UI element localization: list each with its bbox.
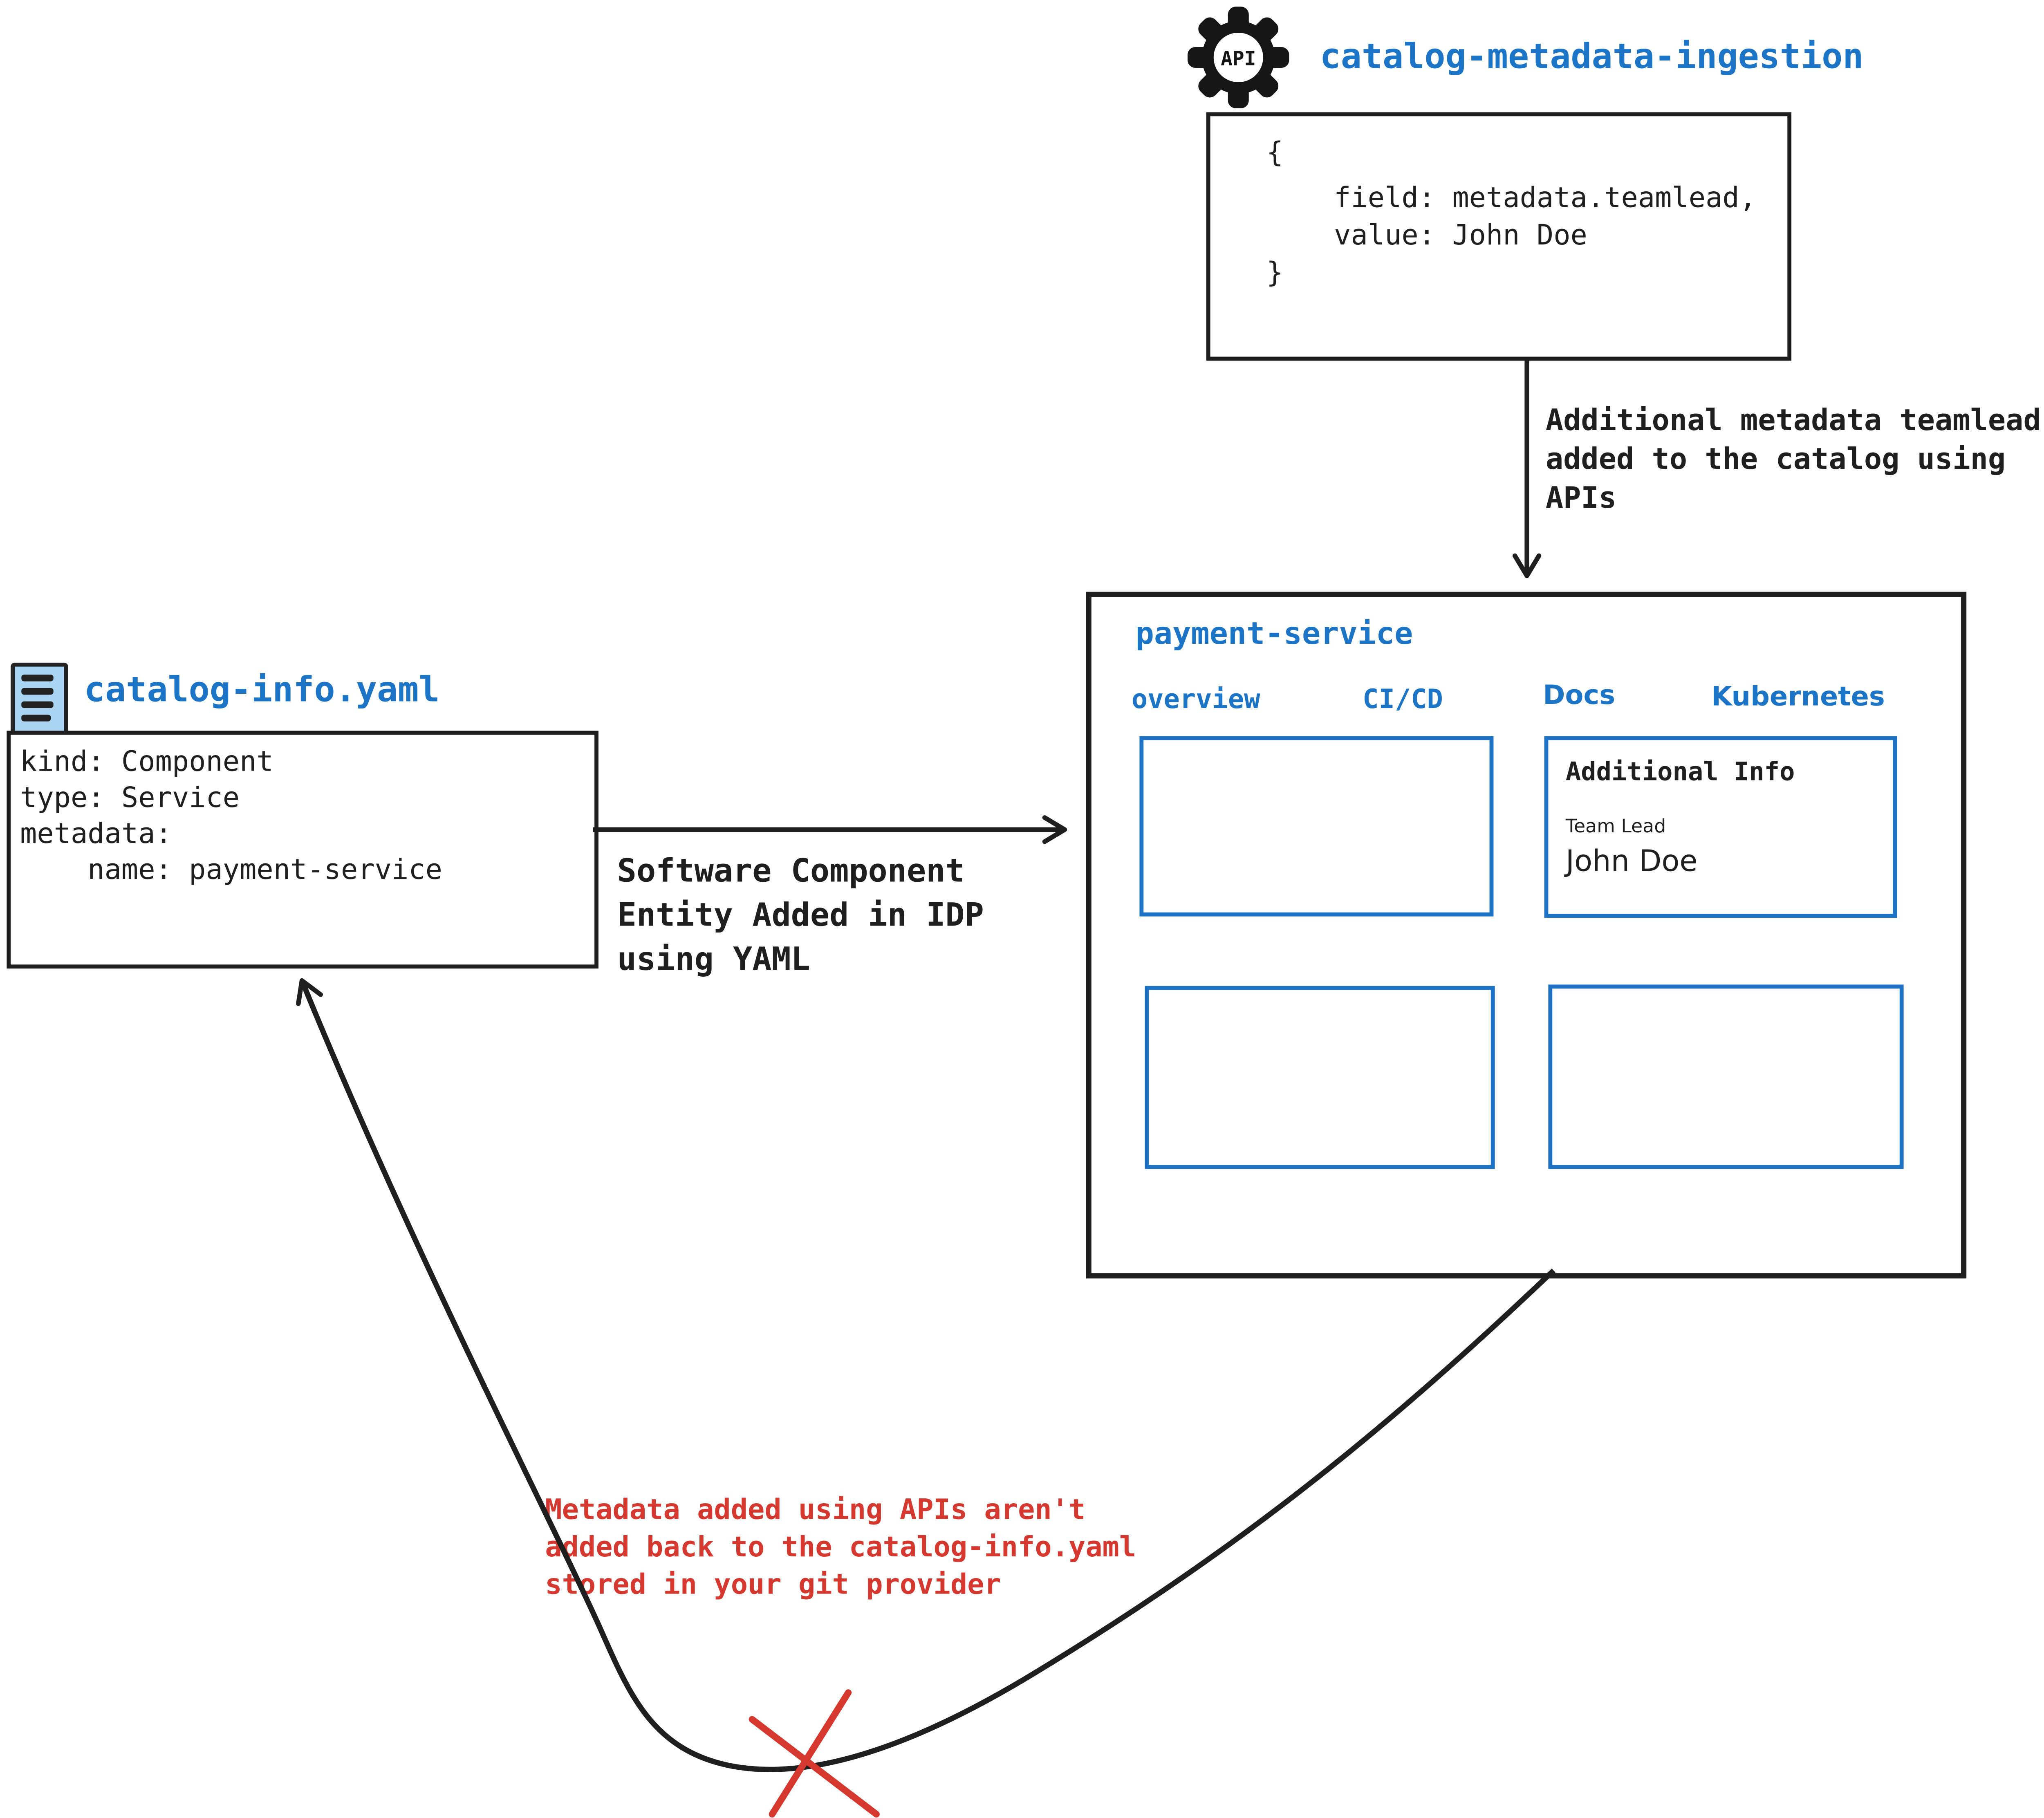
additional-info-card: Additional Info Team Lead John Doe xyxy=(1544,736,1897,918)
overview-card-empty xyxy=(1139,736,1494,917)
yaml-file-box: kind: Component type: Service metadata: … xyxy=(7,731,598,969)
api-payload-box: { field: metadata.teamlead, value: John … xyxy=(1206,112,1792,361)
tab-kubernetes[interactable]: Kubernetes xyxy=(1711,680,1885,712)
api-gear-icon-label: API xyxy=(1221,48,1256,70)
api-ingestion-title: catalog-metadata-ingestion xyxy=(1320,37,1864,78)
additional-info-heading: Additional Info xyxy=(1565,757,1795,787)
tab-docs[interactable]: Docs xyxy=(1543,679,1616,711)
idp-panel: payment-service overview CI/CD Docs Kube… xyxy=(1086,592,1967,1279)
api-payload-line: field: metadata.teamlead, xyxy=(1266,182,1757,214)
yaml-line: name: payment-service xyxy=(20,854,442,886)
api-payload-line: value: John Doe xyxy=(1266,219,1587,251)
idp-card-empty xyxy=(1548,984,1904,1169)
api-payload-line: { xyxy=(1266,136,1284,168)
red-cross-icon xyxy=(749,1689,880,1818)
yaml-arrow-label: Software Component Entity Added in IDP u… xyxy=(617,852,984,978)
idp-card-empty xyxy=(1145,986,1495,1169)
api-gear-icon: API xyxy=(1187,7,1289,108)
feedback-warning-note: Metadata added using APIs aren't added b… xyxy=(545,1493,1136,1601)
api-arrow-label: Additional metadata teamlead added to th… xyxy=(1545,405,2041,516)
yaml-file-icon xyxy=(11,662,68,735)
yaml-line: metadata: xyxy=(20,817,172,850)
yaml-line: type: Service xyxy=(20,781,240,814)
api-payload-line: } xyxy=(1266,256,1284,289)
tab-cicd[interactable]: CI/CD xyxy=(1363,682,1443,715)
tab-overview[interactable]: overview xyxy=(1131,682,1260,715)
yaml-file-title: catalog-info.yaml xyxy=(84,670,440,711)
idp-panel-title: payment-service xyxy=(1135,617,1413,652)
yaml-line: kind: Component xyxy=(20,745,273,778)
team-lead-label: Team Lead xyxy=(1565,816,1666,838)
team-lead-value: John Doe xyxy=(1565,845,1698,879)
